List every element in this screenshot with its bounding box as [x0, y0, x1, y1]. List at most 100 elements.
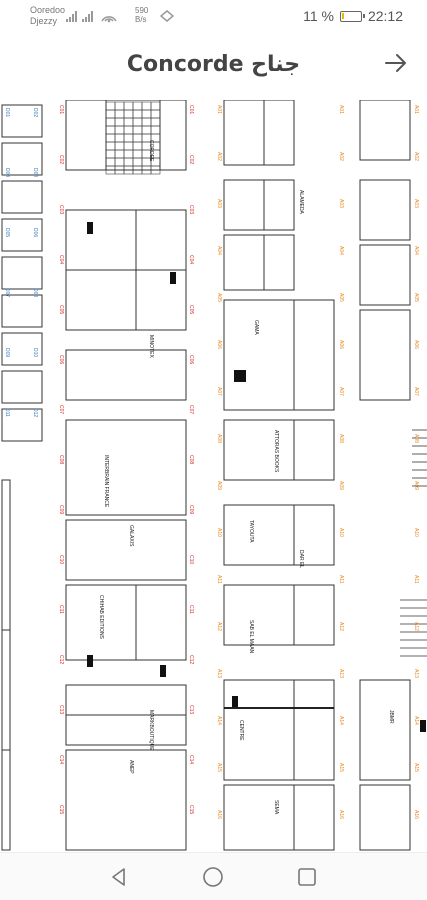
booth-id: A03 [216, 199, 222, 208]
booth-id: C03 [58, 205, 64, 214]
booth-id: C05 [188, 305, 194, 314]
booth-id: C07 [58, 405, 64, 414]
grid-cell [141, 117, 152, 127]
grid-cell [105, 117, 116, 127]
booth-id: A01 [413, 105, 419, 114]
booth-id: C08 [188, 455, 194, 464]
grid-cell [150, 109, 161, 119]
booth-left [1, 332, 43, 366]
booth-id: A13 [338, 669, 344, 678]
grid-cell [132, 117, 143, 127]
exhibitor-label: DAR EL [298, 550, 304, 568]
booth-id: A15 [216, 763, 222, 772]
booth-id: A12 [216, 622, 222, 631]
exhibitor-label: ATTORAS BOOKS [273, 430, 279, 473]
grid-cell [123, 133, 134, 143]
grid-cell [132, 125, 143, 135]
booth-id: C01 [188, 105, 194, 114]
exhibitor-label: ANEP [128, 760, 134, 774]
grid-cell [105, 149, 116, 159]
exhibitor-label: CORDEE [148, 140, 154, 162]
booth-id: D08 [32, 288, 38, 297]
booth-id: C14 [58, 755, 64, 764]
app-header: Concorde جناح [0, 34, 427, 100]
circle-home-icon[interactable] [201, 865, 225, 889]
booth-id: A05 [216, 293, 222, 302]
booth-center [65, 100, 187, 171]
booth-id: A16 [216, 810, 222, 819]
booth-left-strip [1, 479, 11, 631]
booth-left-strip [1, 749, 11, 851]
arrow-right-icon[interactable] [383, 50, 409, 76]
grid-cell [105, 141, 116, 151]
grid-cell [105, 101, 116, 111]
exhibitor-label: SAB EL MAAN [248, 620, 254, 654]
booth-id: C13 [188, 705, 194, 714]
booth-far-right [359, 309, 411, 401]
booth-id: A15 [413, 763, 419, 772]
booth-left [1, 142, 43, 176]
booth-id: D12 [32, 408, 38, 417]
status-bar: Ooredoo Djezzy 590 B/s 11 % 22:12 [0, 0, 427, 34]
grid-cell [132, 101, 143, 111]
booth-id: A04 [338, 246, 344, 255]
booth-left [1, 218, 43, 252]
booth-id: A16 [413, 810, 419, 819]
booth-id: A04 [216, 246, 222, 255]
booth-id: A10 [413, 528, 419, 537]
booth-id: D11 [4, 408, 10, 417]
speed-unit: B/s [135, 15, 147, 24]
triangle-back-icon[interactable] [107, 865, 131, 889]
booth-left [1, 256, 43, 290]
booth-id: A09 [338, 481, 344, 490]
square-recents-icon[interactable] [295, 865, 319, 889]
booth-id: A02 [216, 152, 222, 161]
grid-cell [105, 125, 116, 135]
booth-right-sub [293, 504, 335, 566]
booth-center [65, 714, 187, 746]
booth-id: A07 [338, 387, 344, 396]
booth-right-sub [293, 419, 335, 481]
booth-right [223, 504, 295, 566]
booth-id: C04 [188, 255, 194, 264]
booth-far-right [359, 784, 411, 851]
network-speed: 590 B/s [135, 6, 148, 24]
booth-id: C06 [188, 355, 194, 364]
booth-id: C02 [188, 155, 194, 164]
marker-block [87, 655, 93, 667]
booth-id: A14 [413, 716, 419, 725]
booth-id: C11 [188, 605, 194, 614]
grid-cell [141, 101, 152, 111]
exhibitor-label: GAMA [253, 320, 259, 335]
grid-cell [150, 125, 161, 135]
booth-center [65, 749, 187, 851]
booth-id: C02 [58, 155, 64, 164]
exhibitor-label: INTERBRAIN FRANCE [103, 455, 109, 508]
grid-cell [141, 109, 152, 119]
booth-id: C13 [58, 705, 64, 714]
booth-id: C09 [58, 505, 64, 514]
grid-cell [132, 133, 143, 143]
exhibitor-label: CHIHAB EDITIONS [98, 595, 104, 640]
booth-id: C01 [58, 105, 64, 114]
booth-id: A03 [338, 199, 344, 208]
booth-far-right [359, 100, 411, 161]
booth-id: A14 [338, 716, 344, 725]
grid-cell [114, 109, 125, 119]
booth-id: C04 [58, 255, 64, 264]
booth-id: A09 [413, 481, 419, 490]
carrier-1: Ooredoo [30, 5, 66, 15]
booth-center-sub [135, 584, 187, 661]
exhibitor-label: MARKBOUTIQUE [148, 710, 154, 751]
booth-right [223, 234, 265, 291]
grid-cell [105, 133, 116, 143]
booth-id: D10 [32, 348, 38, 357]
booth-id: A02 [338, 152, 344, 161]
booth-id: C15 [188, 805, 194, 814]
booth-id: C06 [58, 355, 64, 364]
booth-left-strip [1, 629, 11, 751]
signal-icon [66, 11, 117, 23]
booth-id: D06 [32, 228, 38, 237]
